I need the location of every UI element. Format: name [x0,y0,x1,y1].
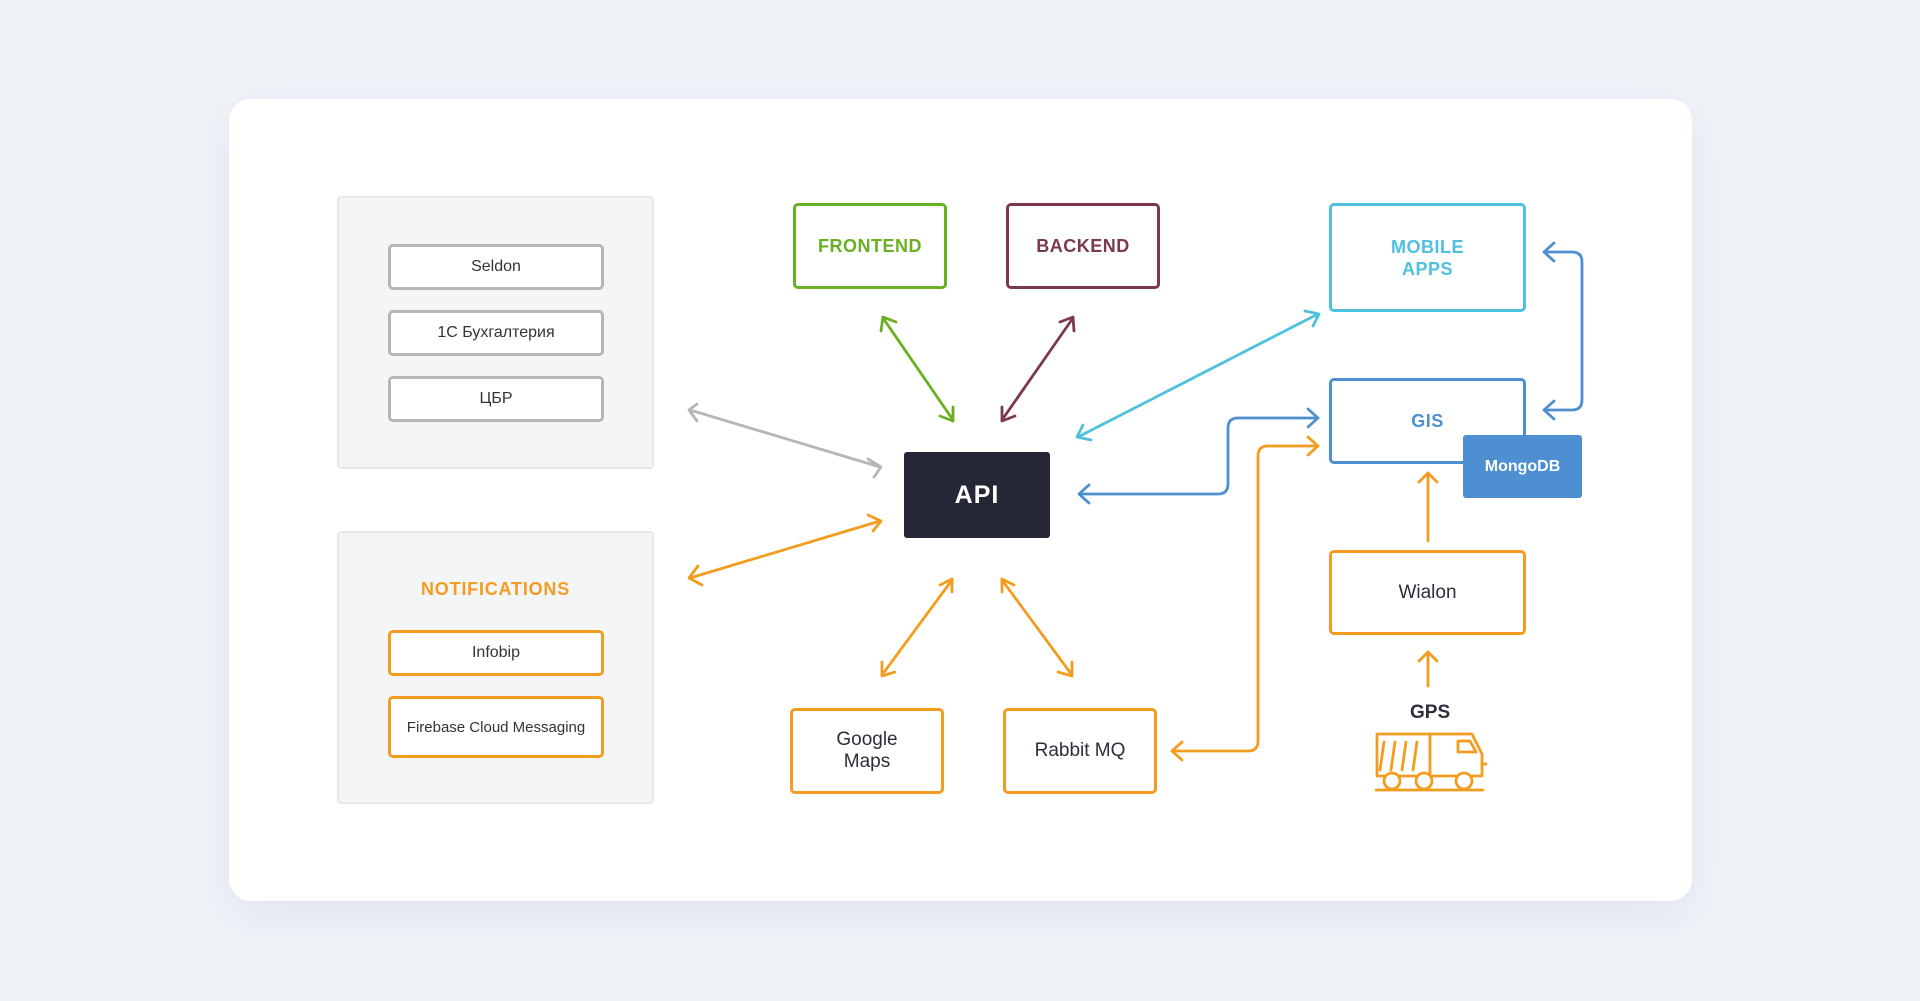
arrow-gps-wialon [1417,650,1439,688]
seldon-node[interactable]: Seldon [388,244,604,290]
frontend-label: FRONTEND [818,235,922,256]
google-maps-label-line1: Google [836,729,898,750]
arrow-frontend-api [879,315,955,423]
cbr-label: ЦБР [479,390,513,407]
arrow-api-gis [1077,407,1320,505]
infobip-node[interactable]: Infobip [388,630,604,676]
gps-label: GPS [1410,702,1451,723]
google-maps-node[interactable]: Google Maps [790,708,944,794]
arrow-wialon-gis [1417,471,1439,543]
arrow-mobile-apps-gis [1542,241,1584,421]
arrow-notifications-api [687,513,883,587]
wialon-node[interactable]: Wialon [1329,550,1526,635]
notifications-title: NOTIFICATIONS [420,579,571,599]
arrow-api-google-maps [880,577,954,678]
frontend-node[interactable]: FRONTEND [793,203,947,289]
cbr-node[interactable]: ЦБР [388,376,604,422]
firebase-node[interactable]: Firebase Cloud Messaging [388,696,604,758]
arrow-rabbit-mq-gis [1170,435,1320,762]
google-maps-label-line2: Maps [843,751,891,772]
firebase-label: Firebase Cloud Messaging [406,718,586,736]
arrow-backend-api [1000,315,1076,423]
mobile-apps-node[interactable]: MOBILE APPS [1329,203,1526,312]
infobip-label: Infobip [471,644,521,661]
mongodb-node[interactable]: MongoDB [1463,435,1582,498]
gis-label: GIS [1411,410,1444,431]
rabbit-mq-label: Rabbit MQ [1034,740,1126,761]
rabbit-mq-node[interactable]: Rabbit MQ [1003,708,1157,794]
mobile-apps-label-line1: MOBILE [1391,236,1464,257]
backend-node[interactable]: BACKEND [1006,203,1160,289]
mongodb-label: MongoDB [1484,457,1561,475]
backend-label: BACKEND [1036,235,1130,256]
gis-node[interactable]: GIS [1329,378,1526,464]
seldon-label: Seldon [471,258,521,275]
notifications-panel: NOTIFICATIONS Infobip Firebase Cloud Mes… [337,531,654,804]
1c-accounting-node[interactable]: 1С Бухгалтерия [388,310,604,356]
integrations-panel: Seldon 1С Бухгалтерия ЦБР [337,196,654,469]
wialon-label: Wialon [1398,581,1457,603]
1c-accounting-label: 1С Бухгалтерия [437,324,555,341]
arrow-api-rabbit-mq [1000,577,1074,678]
arrow-api-mobile-apps [1075,309,1321,442]
mobile-apps-label-line2: APPS [1401,258,1454,279]
truck-icon [1374,732,1488,792]
api-label: API [954,480,1000,509]
arrow-integrations-api [687,402,883,479]
api-node[interactable]: API [904,452,1050,538]
